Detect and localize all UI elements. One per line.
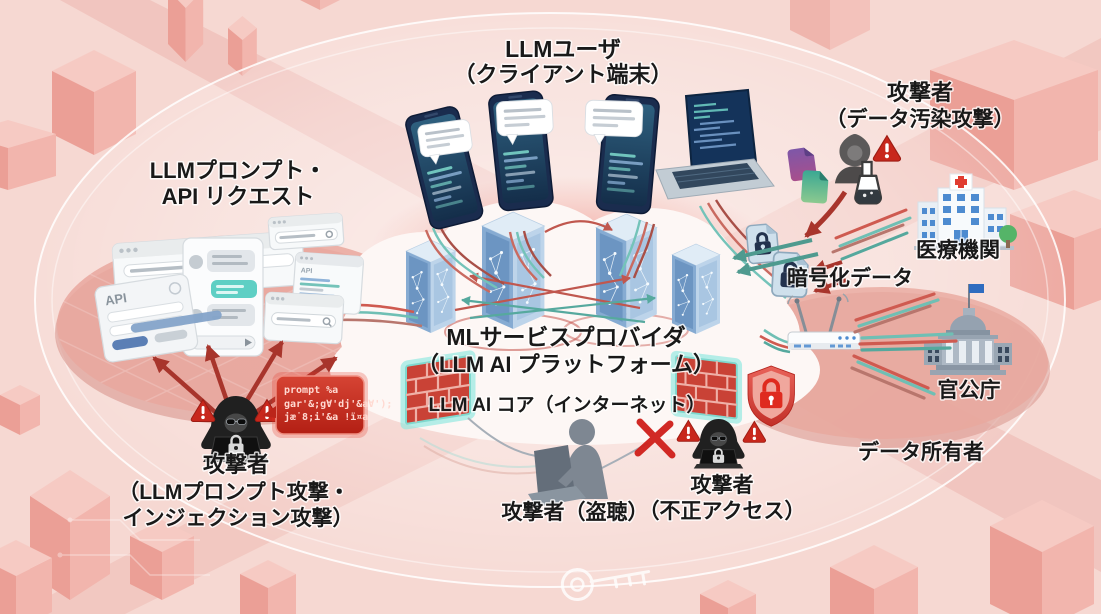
label-attacker-poison-2: （データ汚染攻撃） [826,107,1015,131]
search-icon [322,317,331,326]
label-llm-core: LLM AI コア（インターネット） [429,393,706,416]
prompt-injection-line2: gar'&;g∀'dj'&a∀'); [284,398,392,410]
label-attacker-prompt-3: インジェクション攻撃） [123,506,354,530]
label-encrypted-data: 暗号化データ [787,266,913,290]
poisoned-doc-icon [801,170,829,204]
server-icon [595,213,658,329]
label-data-owner: データ所有者 [858,440,984,464]
cloud-inbound-arrows [732,238,819,277]
label-ml-provider-1: MLサービスプロバイダ [446,324,685,350]
label-ml-provider-2: （LLM AI プラットフォーム） [417,352,715,377]
prompt-injection-line1: prompt %a [284,385,338,396]
label-attacker-poison-1: 攻撃者 [887,80,953,105]
server-icon [405,239,456,334]
x-mark-icon [634,418,676,459]
api-window: API [94,273,222,363]
mini-window [267,212,345,251]
label-government: 官公庁 [938,378,1001,402]
router-icon [787,293,861,350]
key-icon [560,568,651,602]
prompt-injection-line3: jæ˙8;i'&a !ï¤a [284,411,368,423]
prompt-injection-bubble: prompt %a gar'&;g∀'dj'&a∀'); jæ˙8;i'&a !… [262,372,392,438]
hospital-icon [914,173,1017,250]
government-building-icon [924,284,1012,375]
label-attacker-unauth-1: 攻撃者 [691,473,754,497]
shield-lock-icon [747,365,795,427]
label-llm-user-1: LLMユーザ [505,36,621,62]
search-window [263,291,345,345]
label-attacker-eavesdrop: 攻撃者（盗聴） [502,500,649,524]
server-icon [671,243,721,335]
api-window-label: API [104,290,128,308]
data-stream [831,208,912,261]
eavesdropper-icon [528,419,608,507]
label-llm-prompt-1: LLMプロンプト・ [150,158,327,183]
label-llm-prompt-2: API リクエスト [162,184,315,209]
poison-arrow [804,190,848,238]
label-llm-user-2: （クライアント端末） [453,62,672,87]
router-fan-cables [850,292,958,400]
laptop-icon [655,88,775,200]
label-attacker-prompt-1: 攻撃者 [203,452,269,477]
label-attacker-prompt-2: （LLMプロンプト攻撃・ [118,480,350,504]
label-medical: 医療機関 [916,238,1000,262]
code-window-api-label: API [300,267,312,275]
flask-icon [854,160,882,205]
label-attacker-unauth-2: （不正アクセス） [639,499,806,523]
stream-arrows [810,259,847,294]
circuit-decor [57,517,210,576]
